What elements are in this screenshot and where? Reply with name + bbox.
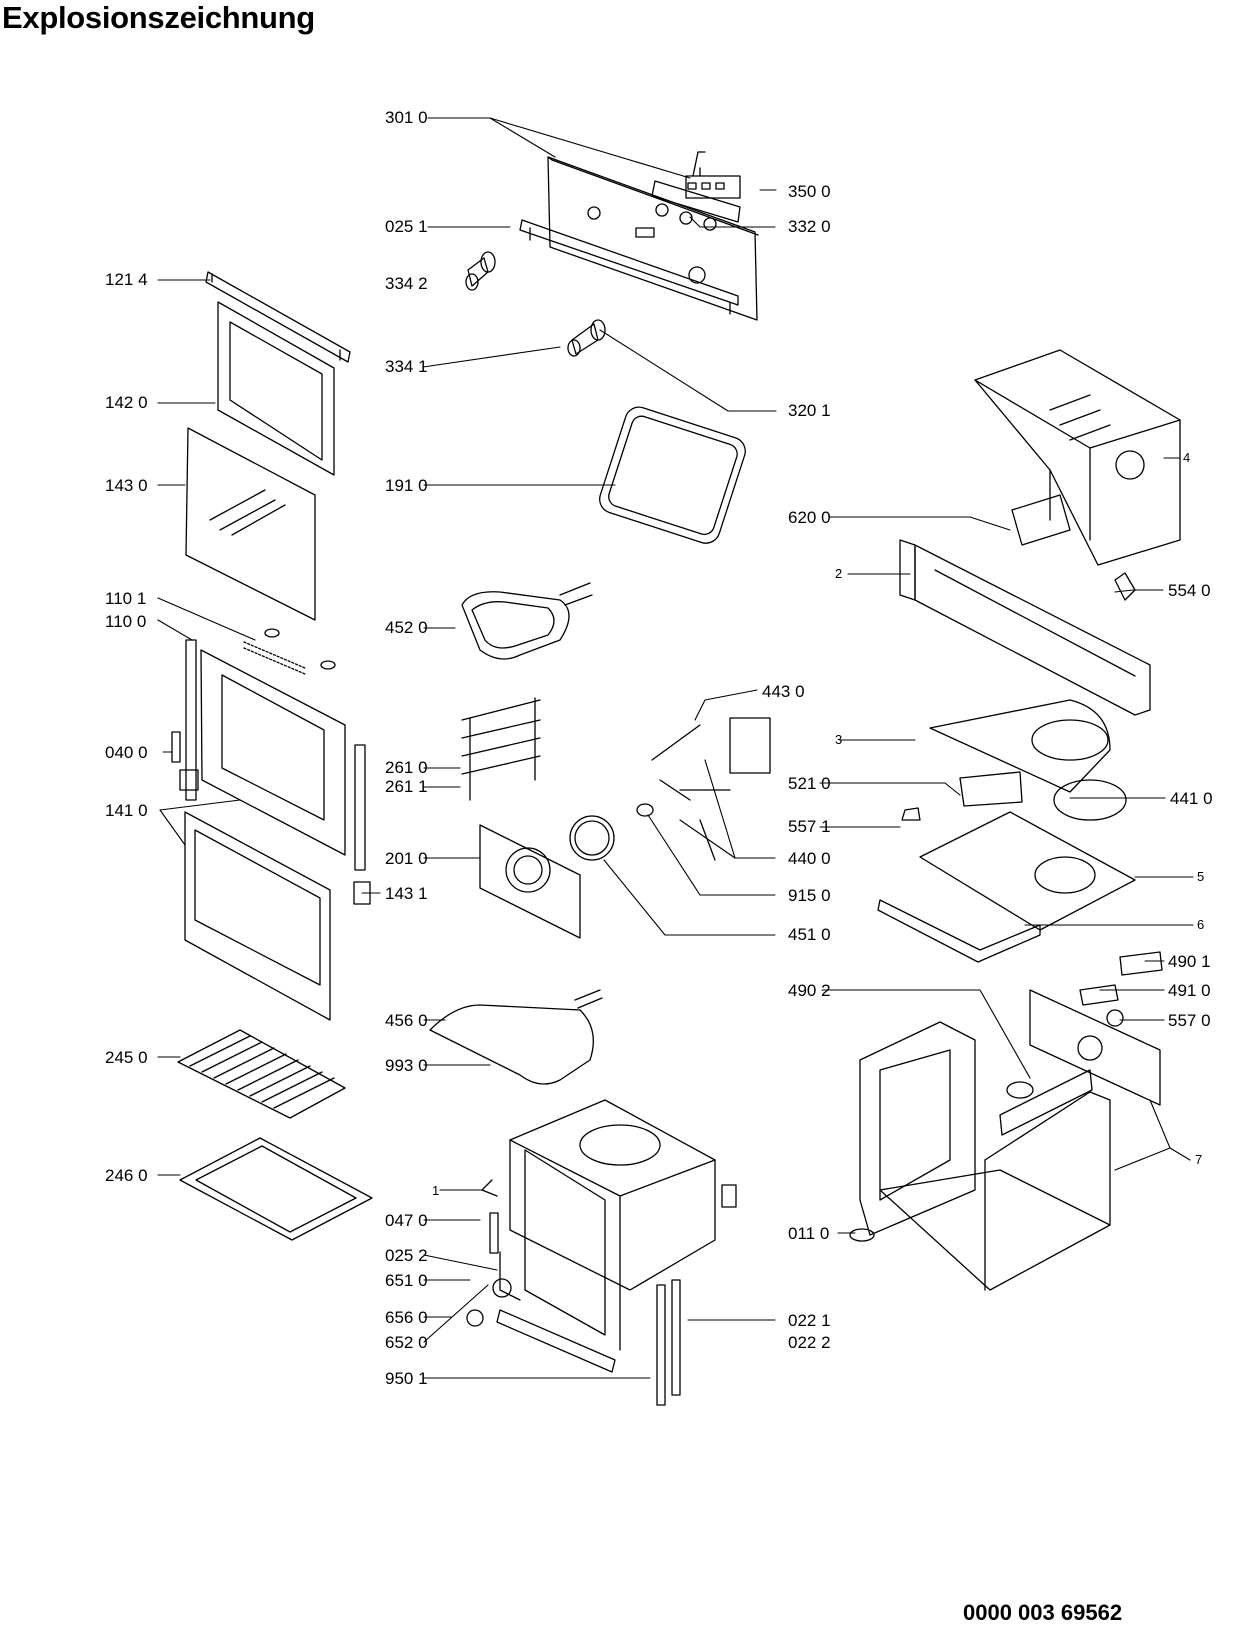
callout-2: 2 xyxy=(835,566,843,581)
callout-121-4: 121 4 xyxy=(105,270,148,289)
document-number: 0000 003 69562 xyxy=(963,1600,1123,1625)
callout-301-0: 301 0 xyxy=(385,108,428,127)
callout-245-0: 245 0 xyxy=(105,1048,148,1067)
callout-521-0: 521 0 xyxy=(788,774,831,793)
callout-246-0: 246 0 xyxy=(105,1166,148,1185)
callout-1: 1 xyxy=(432,1183,440,1198)
callout-191-0: 191 0 xyxy=(385,476,428,495)
callout-6: 6 xyxy=(1197,917,1205,932)
callout-142-0: 142 0 xyxy=(105,393,148,412)
knob-parts xyxy=(465,251,606,357)
callout-143-0: 143 0 xyxy=(105,476,148,495)
leader-lines xyxy=(157,117,1194,1379)
callout-110-0: 110 0 xyxy=(105,612,147,631)
callout-143-1: 143 1 xyxy=(385,884,428,903)
callout-993-0: 993 0 xyxy=(385,1056,428,1075)
callout-456-0: 456 0 xyxy=(385,1011,428,1030)
callout-441-0: 441 0 xyxy=(1170,789,1213,808)
callout-950-1: 950 1 xyxy=(385,1369,428,1388)
callout-490-1: 490 1 xyxy=(1168,952,1211,971)
callout-3: 3 xyxy=(835,732,843,747)
callout-022-1: 022 1 xyxy=(788,1311,831,1330)
callout-490-2: 490 2 xyxy=(788,981,831,1000)
callout-350-0: 350 0 xyxy=(788,182,831,201)
callout-915-0: 915 0 xyxy=(788,886,831,905)
callout-620-0: 620 0 xyxy=(788,508,831,527)
outer-casing-parts xyxy=(849,951,1163,1291)
callout-201-0: 201 0 xyxy=(385,849,428,868)
callout-334-2: 334 2 xyxy=(385,274,428,293)
callout-557-0: 557 0 xyxy=(1168,1011,1211,1030)
callout-4: 4 xyxy=(1183,450,1191,465)
callout-651-0: 651 0 xyxy=(385,1271,428,1290)
callout-040-0: 040 0 xyxy=(105,743,148,762)
callout-025-2: 025 2 xyxy=(385,1246,428,1265)
page-title: Explosionszeichnung xyxy=(2,0,315,35)
callout-047-0: 047 0 xyxy=(385,1211,428,1230)
oven-cavity xyxy=(466,1099,737,1406)
callout-261-1: 261 1 xyxy=(385,777,428,796)
callout-011-0: 011 0 xyxy=(788,1224,830,1243)
callout-440-0: 440 0 xyxy=(788,849,831,868)
door-parts xyxy=(171,271,371,1021)
callout-656-0: 656 0 xyxy=(385,1308,428,1327)
callout-141-0: 141 0 xyxy=(105,801,148,820)
callout-261-0: 261 0 xyxy=(385,758,428,777)
callout-451-0: 451 0 xyxy=(788,925,831,944)
control-panel-parts xyxy=(519,151,759,321)
callout-332-0: 332 0 xyxy=(788,217,831,236)
callout-652-0: 652 0 xyxy=(385,1333,428,1352)
callout-5: 5 xyxy=(1197,869,1205,884)
callout-443-0: 443 0 xyxy=(762,682,805,701)
callout-110-1: 110 1 xyxy=(105,589,147,608)
callout-334-1: 334 1 xyxy=(385,357,428,376)
callout-557-1: 557 1 xyxy=(788,817,831,836)
callout-491-0: 491 0 xyxy=(1168,981,1211,1000)
callout-025-1: 025 1 xyxy=(385,217,428,236)
callout-022-2: 022 2 xyxy=(788,1333,831,1352)
callout-452-0: 452 0 xyxy=(385,618,428,637)
callout-554-0: 554 0 xyxy=(1168,581,1211,600)
shelf-rack-parts xyxy=(177,1029,373,1241)
callout-7: 7 xyxy=(1195,1152,1203,1167)
fan-housing-parts xyxy=(877,349,1181,963)
callout-320-1: 320 1 xyxy=(788,401,831,420)
center-parts xyxy=(429,406,771,1085)
